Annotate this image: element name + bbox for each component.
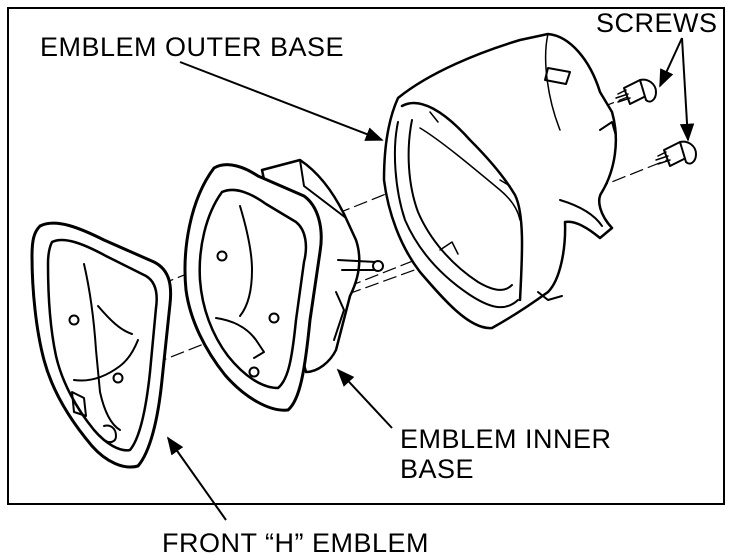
label-screws: SCREWS (596, 8, 718, 38)
emblem-outer-base-part (382, 32, 618, 330)
figure-border (7, 7, 725, 505)
front-h-emblem-part (30, 221, 173, 469)
screw-lower (655, 140, 697, 167)
label-emblem-inner-base-line1: EMBLEM INNER (400, 424, 612, 454)
label-front-h-emblem: FRONT “H” EMBLEM (162, 528, 429, 558)
label-emblem-inner-base-line2: BASE (400, 454, 474, 484)
emblem-inner-base-part (183, 158, 384, 412)
screw-upper (615, 78, 657, 105)
label-emblem-outer-base: EMBLEM OUTER BASE (40, 32, 344, 62)
leader-arrows (166, 37, 695, 521)
